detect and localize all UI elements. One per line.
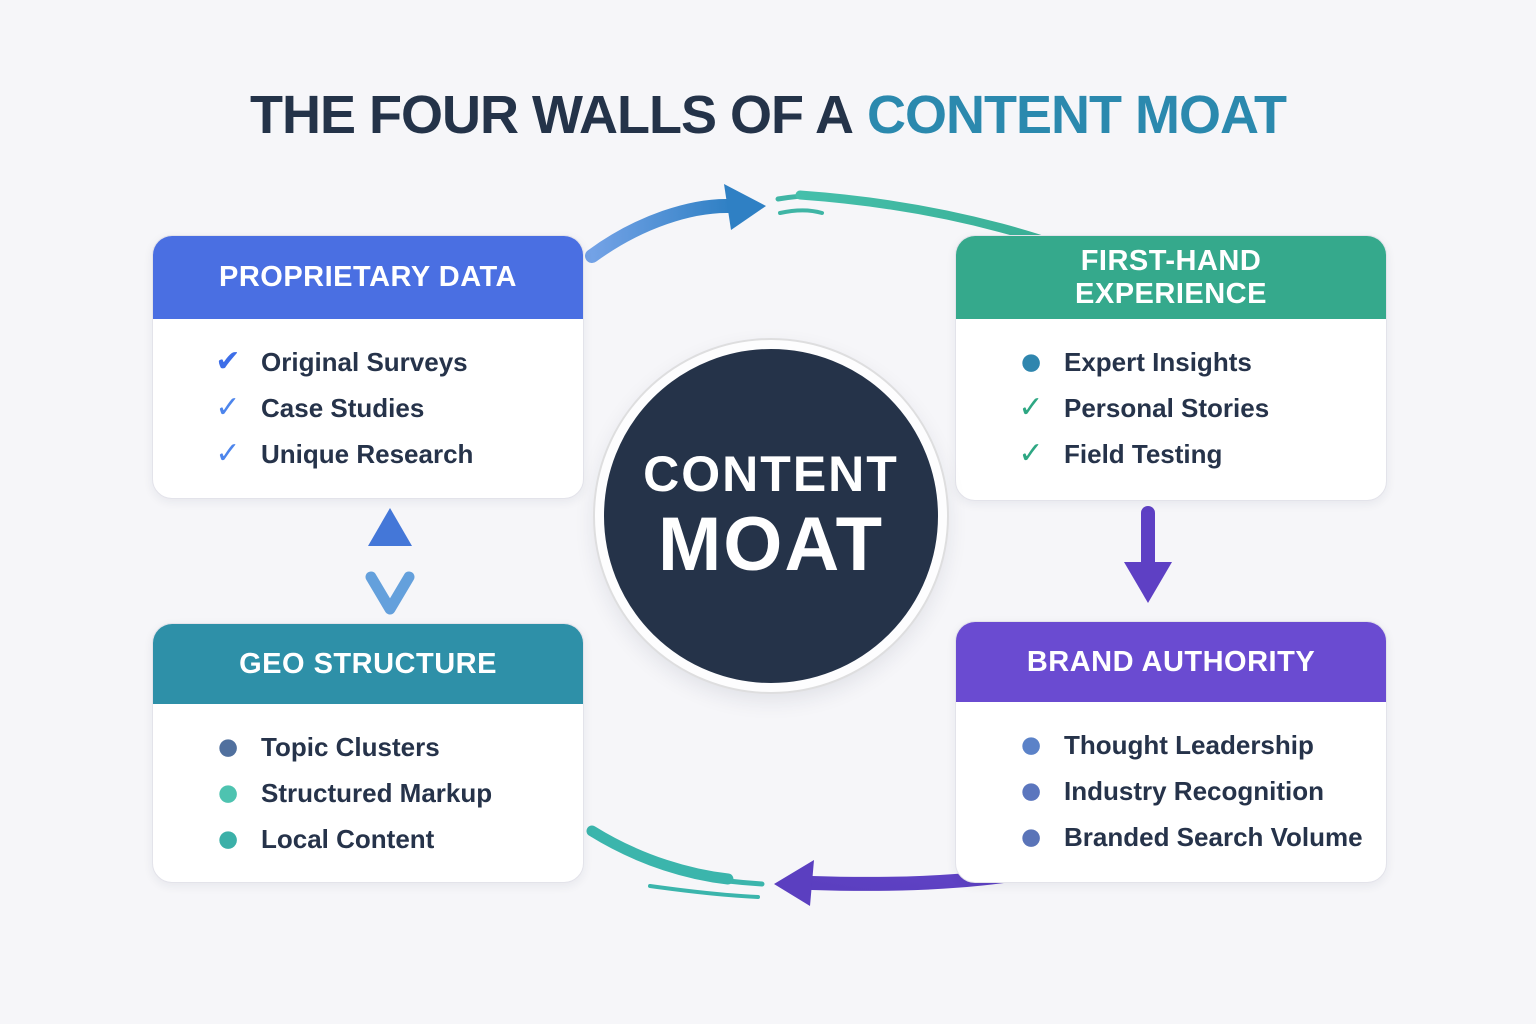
list-item-label: Unique Research — [261, 438, 474, 469]
list-item: ✔ Original Surveys — [211, 339, 563, 385]
list-item: ● Topic Clusters — [211, 724, 563, 770]
list-item: ● Industry Recognition — [1014, 768, 1366, 814]
list-item-label: Original Surveys — [261, 346, 468, 377]
list-item-label: Structured Markup — [261, 777, 493, 808]
card-first-hand-experience-header: FIRST-HAND EXPERIENCE — [956, 236, 1386, 319]
list-item-label: Topic Clusters — [261, 731, 440, 762]
dot-icon: ● — [217, 733, 239, 760]
arrow-right-arrowhead-icon — [1124, 562, 1172, 603]
list-item-label: Thought Leadership — [1064, 729, 1314, 760]
list-item: ● Branded Search Volume — [1014, 814, 1366, 860]
card-proprietary-data: PROPRIETARY DATA ✔ Original Surveys ✓ Ca… — [152, 235, 584, 499]
check-icon: ✓ — [215, 390, 241, 425]
arrow-left-up-arrowhead-icon — [368, 508, 412, 546]
arrow-left-double — [365, 508, 415, 615]
list-item-label: Local Content — [261, 823, 435, 854]
list-item-label: Industry Recognition — [1064, 775, 1324, 806]
dot-icon: ● — [1020, 348, 1042, 375]
card-title-line: GEO STRUCTURE — [239, 647, 497, 680]
dot-icon: ● — [1020, 731, 1042, 758]
card-first-hand-experience-list: ● Expert Insights ✓ Personal Stories ✓ F… — [956, 319, 1386, 477]
list-item-label: Branded Search Volume — [1064, 821, 1363, 852]
arrow-bottom-speed-line-2 — [648, 884, 760, 899]
list-item: ● Structured Markup — [211, 770, 563, 816]
content-moat-circle: CONTENT MOAT — [595, 340, 947, 692]
list-item-label: Personal Stories — [1064, 392, 1270, 423]
list-item: ✓ Field Testing — [1014, 431, 1366, 477]
dot-icon: ● — [1020, 823, 1042, 850]
page-title-highlight: CONTENT MOAT — [867, 85, 1287, 146]
list-item-label: Case Studies — [261, 392, 425, 423]
list-item: ● Expert Insights — [1014, 339, 1366, 385]
card-title-line: FIRST-HAND — [1080, 245, 1262, 278]
card-title-line: PROPRIETARY DATA — [218, 261, 517, 294]
page-title-prefix: THE FOUR WALLS OF A — [250, 85, 854, 146]
card-title-line: BRAND AUTHORITY — [1026, 645, 1316, 678]
arrow-bottom-teal-curve — [586, 825, 734, 885]
card-proprietary-data-list: ✔ Original Surveys ✓ Case Studies ✓ Uniq… — [153, 319, 583, 477]
card-title-line: EXPERIENCE — [1075, 277, 1267, 310]
arrow-right-down — [1124, 506, 1172, 603]
content-moat-circle-line1: CONTENT — [643, 446, 899, 502]
arrow-top-arrowhead-icon — [724, 184, 766, 230]
arrow-top-speed-line-1 — [775, 193, 865, 205]
list-item: ✓ Unique Research — [211, 431, 563, 477]
dot-icon: ● — [1020, 777, 1042, 804]
card-brand-authority: BRAND AUTHORITY ● Thought Leadership ● I… — [955, 621, 1387, 883]
list-item: ✓ Case Studies — [211, 385, 563, 431]
content-moat-circle-line2: MOAT — [657, 502, 885, 587]
list-item-label: Expert Insights — [1064, 346, 1252, 377]
list-item: ● Local Content — [211, 816, 563, 862]
card-brand-authority-header: BRAND AUTHORITY — [956, 622, 1386, 702]
dot-icon: ● — [217, 825, 239, 852]
arrow-top-blue-curve — [585, 198, 737, 263]
arrow-bottom-arrowhead-icon — [774, 860, 814, 906]
card-brand-authority-list: ● Thought Leadership ● Industry Recognit… — [956, 702, 1386, 860]
card-geo-structure-list: ● Topic Clusters ● Structured Markup ● L… — [153, 704, 583, 862]
arrow-top-speed-line-2 — [778, 208, 824, 215]
list-item-label: Field Testing — [1064, 438, 1223, 469]
check-icon: ✓ — [215, 436, 241, 471]
card-proprietary-data-header: PROPRIETARY DATA — [153, 236, 583, 319]
arrow-bottom-speed-line-1 — [691, 873, 765, 887]
check-icon: ✓ — [1018, 436, 1044, 471]
arrow-left-down-arrowhead-icon — [365, 571, 415, 615]
check-icon: ✓ — [1018, 390, 1044, 425]
dot-icon: ● — [217, 779, 239, 806]
list-item: ✓ Personal Stories — [1014, 385, 1366, 431]
card-geo-structure-header: GEO STRUCTURE — [153, 624, 583, 704]
check-solid-icon: ✔ — [215, 344, 241, 379]
card-first-hand-experience: FIRST-HAND EXPERIENCE ● Expert Insights … — [955, 235, 1387, 501]
list-item: ● Thought Leadership — [1014, 722, 1366, 768]
card-geo-structure: GEO STRUCTURE ● Topic Clusters ● Structu… — [152, 623, 584, 883]
